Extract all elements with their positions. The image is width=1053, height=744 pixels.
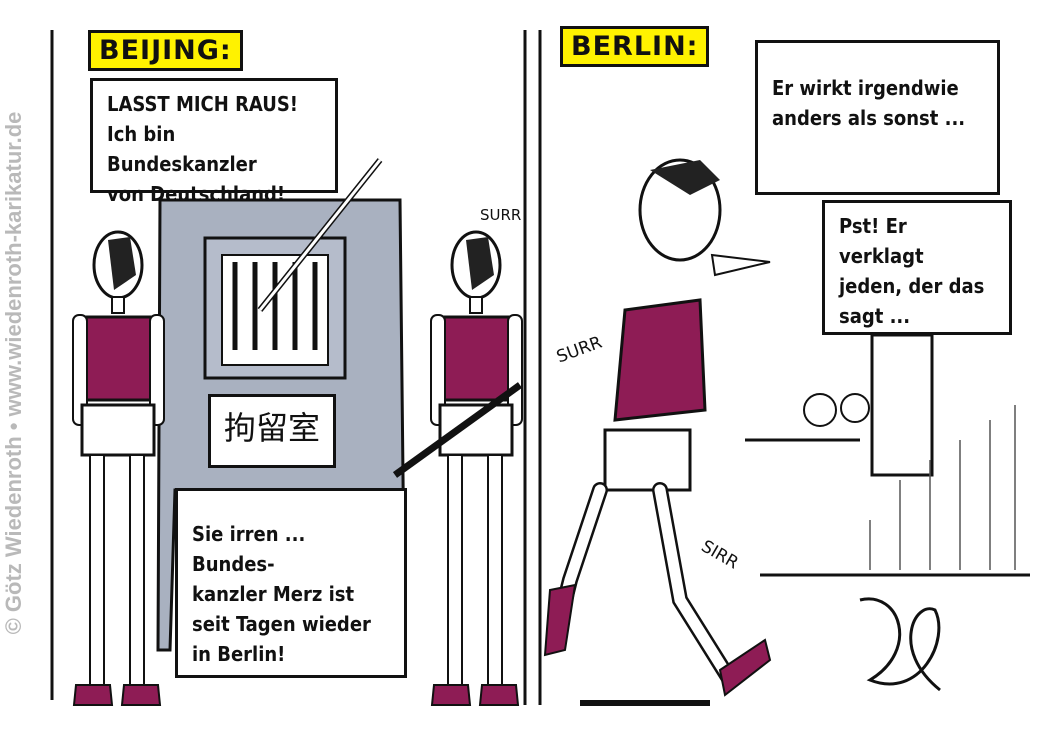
caption-line: Sie irren ... Bundes-: [192, 522, 306, 576]
artist-signature: [859, 597, 941, 692]
onlooker-speech-bubble-2: Pst! Er verklagt jeden, der das sagt ...: [822, 200, 1012, 335]
caption-line: seit Tagen wieder: [192, 612, 371, 636]
robot-guard-right: [429, 230, 524, 707]
speech-line: Pst! Er verklagt: [839, 214, 924, 268]
speech-line: sagt ...: [839, 304, 911, 328]
speech-line: LASST MICH RAUS!: [107, 92, 299, 116]
walking-robot-chancellor: [543, 158, 772, 706]
prisoner-speech-bubble: LASST MICH RAUS! Ich bin Bundeskanzler v…: [90, 78, 338, 206]
speech-line: jeden, der das: [839, 274, 985, 298]
robot-guard-left: [71, 230, 166, 707]
caption-line: kanzler Merz ist: [192, 582, 355, 606]
background-onlookers: [745, 333, 1030, 577]
speech-line: Ich bin Bundeskanzler: [107, 122, 257, 176]
sound-effect-surr: SURR: [480, 206, 522, 224]
speech-line: Er wirkt irgendwie: [772, 76, 959, 100]
rifle: [392, 382, 523, 478]
onlooker-speech-bubble-1: Er wirkt irgendwie anders als sonst ...: [755, 40, 1000, 195]
speech-line: anders als sonst ...: [772, 106, 966, 130]
berlin-label: BERLIN:: [560, 26, 710, 67]
beijing-label: BEIJING:: [88, 30, 243, 71]
detention-room-sign: 拘留室: [208, 394, 336, 468]
caption-line: in Berlin!: [192, 642, 286, 666]
caption-box: Sie irren ... Bundes- kanzler Merz ist s…: [175, 488, 407, 678]
speech-line: von Deutschland!: [107, 182, 286, 206]
